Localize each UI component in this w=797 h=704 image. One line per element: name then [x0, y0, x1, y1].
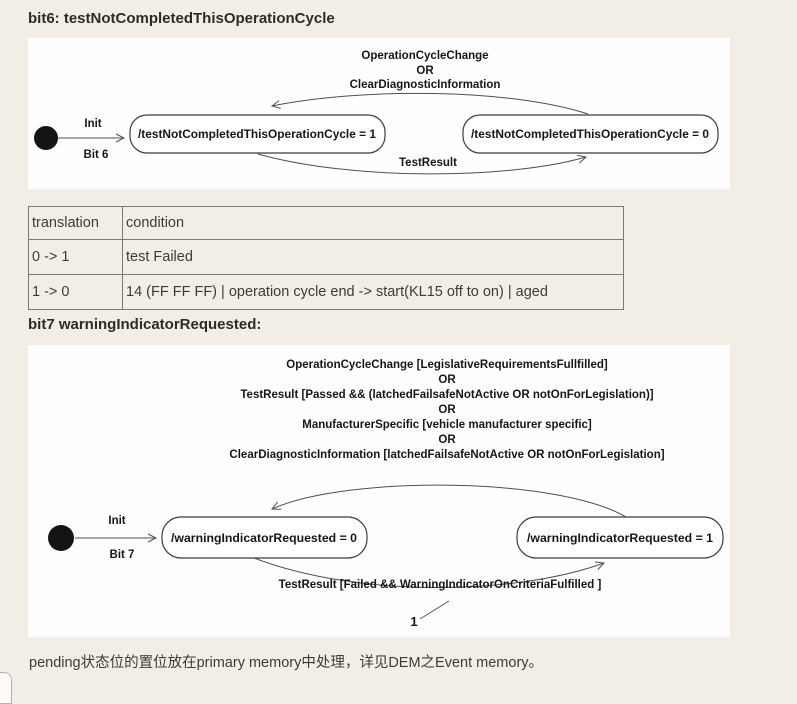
transition-label-line: ManufacturerSpecific [vehicle manufactur… [302, 419, 592, 431]
table-cell: test Failed [122, 239, 624, 275]
table-header-condition: condition [122, 206, 624, 240]
bit6-state-diagram: OperationCycleChange OR ClearDiagnosticI… [34, 50, 719, 175]
bit-label: Bit 6 [84, 149, 109, 161]
init-label: Init [108, 515, 125, 527]
transition-label-line: OR [438, 404, 456, 416]
corner-widget-button[interactable] [0, 672, 12, 704]
state-label-left: /testNotCompletedThisOperationCycle = 1 [138, 129, 377, 141]
table-cell: 14 (FF FF FF) | operation cycle end -> s… [122, 274, 624, 310]
transition-label-line: OR [438, 374, 456, 386]
transition-label-line: OR [438, 434, 456, 446]
transition-label-line: TestResult [Passed && (latchedFailsafeNo… [240, 389, 653, 401]
bottom-note-text: pending状态位的置位放在primary memory中处理，详见DEM之E… [29, 655, 544, 671]
transition-label-line: ClearDiagnosticInformation [latchedFails… [229, 449, 664, 461]
state-label-right: /warningIndicatorRequested = 1 [527, 533, 714, 545]
table-row: 1 -> 0 14 (FF FF FF) | operation cycle e… [28, 274, 624, 310]
table-row: 0 -> 1 test Failed [28, 239, 624, 275]
transition-label-line: OperationCycleChange [361, 50, 488, 62]
initial-state-dot [48, 525, 74, 551]
table-cell: 1 -> 0 [28, 274, 123, 310]
state-box-right [516, 516, 724, 559]
bit-label: Bit 7 [110, 549, 135, 561]
state-box-left [129, 114, 386, 154]
transition-arc-bottom [257, 153, 588, 175]
bit6-translation-table: translation condition 0 -> 1 test Failed… [28, 206, 624, 310]
bit7-state-diagram: OperationCycleChange [LegislativeRequire… [48, 359, 724, 629]
state-label-left: /warningIndicatorRequested = 0 [171, 533, 357, 545]
bit7-state-diagram-panel: OperationCycleChange [LegislativeRequire… [28, 345, 730, 637]
bit6-bottom-transition-label: TestResult [399, 157, 457, 169]
bit7-bottom-transition-label: TestResult [Failed && WarningIndicatorOn… [279, 579, 602, 591]
annotation-callout-line [419, 600, 450, 620]
bit6-state-diagram-panel: OperationCycleChange OR ClearDiagnosticI… [28, 38, 730, 189]
table-header-row: translation condition [28, 206, 624, 240]
bit6-top-transition-label: OperationCycleChange OR ClearDiagnosticI… [350, 50, 501, 91]
state-box-left [161, 516, 368, 559]
bit7-heading: bit7 warningIndicatorRequested: [28, 316, 262, 333]
initial-state-dot [34, 126, 58, 150]
state-box-right [462, 114, 719, 154]
table-header-translation: translation [28, 206, 123, 240]
table-cell: 0 -> 1 [28, 239, 123, 275]
transition-label-line: OperationCycleChange [LegislativeRequire… [286, 359, 608, 371]
bit7-top-transition-label: OperationCycleChange [LegislativeRequire… [229, 359, 664, 461]
bit6-heading: bit6: testNotCompletedThisOperationCycle [28, 10, 335, 27]
annotation-number: 1 [410, 614, 417, 629]
transition-label-line: ClearDiagnosticInformation [350, 79, 501, 91]
transition-arc-top [270, 92, 589, 115]
transition-arc-bottom [253, 557, 606, 588]
transition-arc-top [270, 484, 627, 518]
transition-label-line: OR [416, 65, 434, 77]
state-label-right: /testNotCompletedThisOperationCycle = 0 [471, 129, 709, 141]
init-label: Init [84, 118, 101, 130]
